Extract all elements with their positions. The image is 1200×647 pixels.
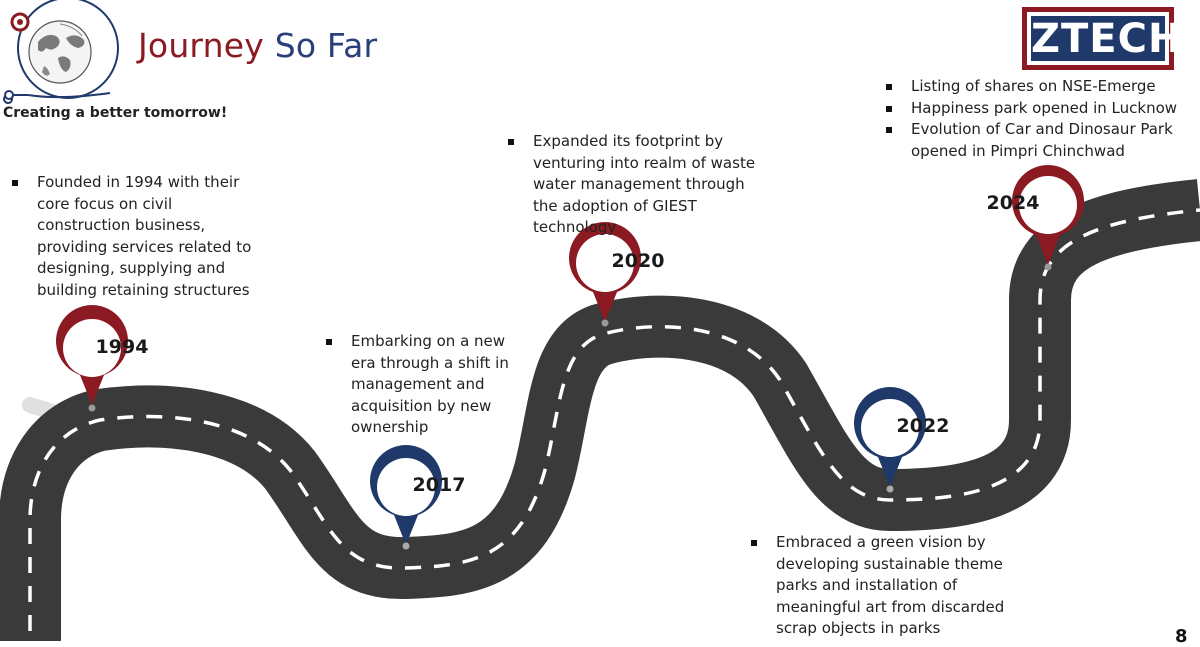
list-item: Expanded its footprint by venturing into… (504, 131, 769, 239)
milestone-note: Founded in 1994 with their core focus on… (8, 172, 253, 301)
map-pin-icon (1012, 165, 1084, 271)
title-word-1: Journey (138, 26, 264, 65)
tagline: Creating a better tomorrow! (3, 105, 228, 121)
list-item: Embarking on a new era through a shift i… (322, 331, 532, 439)
ztech-logo: ZTECH (1022, 7, 1183, 70)
list-item: Evolution of Car and Dinosaur Park opene… (882, 119, 1182, 162)
milestone-note: Listing of shares on NSE-Emerge Happines… (882, 76, 1182, 162)
list-item: Founded in 1994 with their core focus on… (8, 172, 253, 301)
page-number: 8 (1175, 626, 1188, 647)
globe-logo-icon (3, 0, 119, 104)
milestone-note: Embraced a green vision by developing su… (747, 532, 1017, 640)
milestone-year: 2024 (986, 192, 1040, 214)
milestone-year: 2020 (611, 250, 665, 272)
map-pin-icon (56, 305, 129, 412)
milestone-note: Expanded its footprint by venturing into… (504, 131, 769, 239)
milestone-year: 2017 (412, 474, 466, 496)
milestone-year: 2022 (896, 415, 950, 437)
title-word-2: So Far (274, 26, 378, 65)
map-pin-icon (853, 387, 927, 493)
milestone-note: Embarking on a new era through a shift i… (322, 331, 532, 439)
list-item: Embraced a green vision by developing su… (747, 532, 1017, 640)
map-pin-icon (569, 222, 641, 327)
list-item: Listing of shares on NSE-Emerge (882, 76, 1182, 98)
ztech-logo-text: ZTECH (1031, 16, 1183, 62)
list-item: Happiness park opened in Lucknow (882, 98, 1182, 120)
page-title: Journey So Far (138, 26, 377, 65)
milestone-year: 1994 (95, 336, 149, 358)
map-pin-icon (370, 445, 443, 550)
